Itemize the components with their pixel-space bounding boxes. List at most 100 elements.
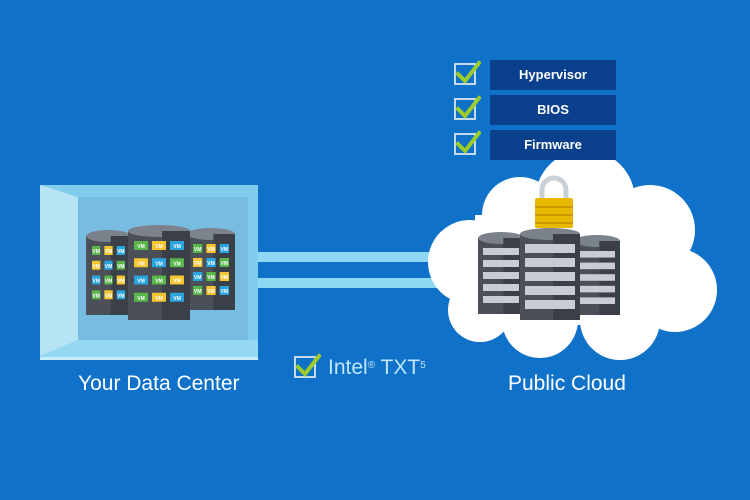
cloud-servers: [478, 228, 620, 320]
vm-label: VM: [194, 247, 202, 253]
vm-badge: [152, 275, 166, 285]
server-drive: [525, 244, 575, 253]
vm-badge: [152, 258, 166, 268]
vm-badge: [170, 241, 184, 250]
vm-label: VM: [194, 261, 202, 267]
checkbox-icon: [454, 60, 481, 85]
vm-badge: [219, 258, 229, 267]
vm-label: VM: [137, 261, 145, 267]
checklist-item: Firmware: [454, 130, 616, 160]
server-drive: [579, 251, 615, 258]
vm-badge: [206, 258, 216, 267]
vm-label: VM: [117, 279, 125, 285]
intel-txt-text: Intel® TXT5: [328, 356, 426, 379]
vm-label: VM: [173, 279, 181, 285]
vm-badge: [219, 244, 229, 253]
checklist-label: Hypervisor: [490, 60, 616, 90]
checkbox-icon: [294, 353, 321, 378]
vm-badge: [170, 275, 184, 285]
vm-badge: [170, 292, 184, 302]
vm-label: VM: [137, 279, 145, 285]
checklist-item: BIOS: [454, 95, 616, 125]
vm-badge: [152, 241, 166, 250]
vm-badge: [116, 260, 125, 270]
public-cloud-caption: Public Cloud: [508, 372, 626, 395]
vm-badge: [116, 290, 125, 300]
vm-badge: [193, 244, 203, 253]
server-drive: [579, 274, 615, 281]
data-center-servers: VM VM VM VM VM VM VM VM VM VM VM VM VM VM VM VM VM VM VM VM…: [86, 225, 235, 320]
vm-label: VM: [207, 261, 215, 267]
vm-badge: [92, 246, 101, 255]
vm-badge: [219, 286, 229, 295]
server-drive: [579, 262, 615, 270]
cloud-server: [478, 232, 524, 314]
vm-label: VM: [105, 264, 113, 270]
server-drive: [525, 286, 575, 295]
checkbox-icon: [454, 95, 481, 120]
vm-badge: [104, 246, 113, 255]
vm-label: VM: [173, 261, 181, 267]
checklist-label: BIOS: [490, 95, 616, 125]
connection-link: [258, 252, 438, 288]
vm-label: VM: [92, 293, 100, 299]
server-drive: [525, 272, 575, 281]
vm-badge: [193, 286, 203, 295]
vm-label: VM: [221, 247, 229, 253]
vm-badge: [104, 260, 113, 270]
data-center-caption: Your Data Center: [78, 372, 240, 395]
vm-label: VM: [137, 244, 145, 250]
checklist-label: Firmware: [490, 130, 616, 160]
server-drive: [483, 248, 519, 255]
vm-label: VM: [155, 296, 163, 302]
vm-badge: [206, 286, 216, 295]
checklist-item: Hypervisor: [454, 60, 616, 90]
server-drive: [483, 272, 519, 279]
vm-label: VM: [92, 264, 100, 270]
vm-badge: [193, 272, 203, 281]
vm-label: VM: [173, 244, 181, 250]
vm-label: VM: [117, 264, 125, 270]
vm-badge: [92, 260, 101, 270]
server-drive: [525, 300, 575, 309]
vm-label: VM: [221, 261, 229, 267]
vm-badge: [170, 258, 184, 268]
vm-badge: [193, 258, 203, 267]
vm-badge: [92, 290, 101, 300]
vm-label: VM: [105, 249, 113, 255]
padlock-icon: [535, 175, 573, 228]
vm-badge: [206, 272, 216, 281]
vm-badge: [92, 275, 101, 285]
vm-badge: [134, 275, 148, 285]
vm-label: VM: [194, 275, 202, 281]
vm-badge: [104, 275, 113, 285]
server-drive: [579, 285, 615, 293]
vm-label: VM: [207, 275, 215, 281]
server-drive: [483, 284, 519, 291]
vm-badge: [152, 292, 166, 302]
vm-label: VM: [92, 279, 100, 285]
vm-badge: [134, 292, 148, 302]
server-drive: [483, 296, 519, 303]
cloud-server: [574, 235, 620, 315]
vm-label: VM: [173, 296, 181, 302]
vm-label: VM: [117, 249, 125, 255]
vm-badge: [206, 244, 216, 253]
server-drive: [483, 260, 519, 267]
server-drive: [579, 297, 615, 304]
vm-label: VM: [155, 261, 163, 267]
vm-label: VM: [155, 244, 163, 250]
vm-label: VM: [221, 275, 229, 281]
vm-label: VM: [105, 293, 113, 299]
vm-badge: [134, 258, 148, 268]
vm-label: VM: [221, 289, 229, 295]
vm-label: VM: [155, 279, 163, 285]
vm-badge: [116, 246, 125, 255]
vm-badge: [134, 241, 148, 250]
checkbox-icon: [454, 130, 481, 155]
vm-badge: [219, 272, 229, 281]
vm-badge: [116, 275, 125, 285]
